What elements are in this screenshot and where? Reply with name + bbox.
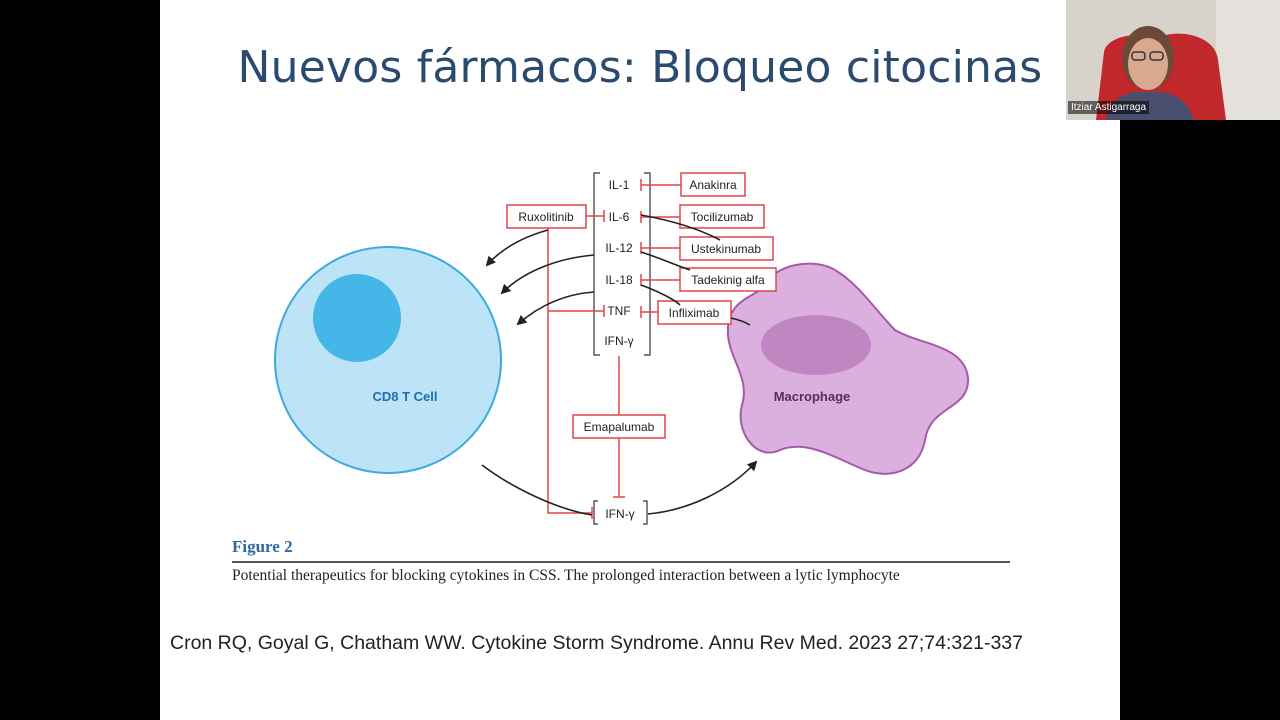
svg-text:Anakinra: Anakinra [689, 178, 737, 192]
cytokine-ifng: IFN-γ [604, 334, 633, 348]
svg-text:Tocilizumab: Tocilizumab [691, 210, 754, 224]
participant-avatar [1066, 0, 1280, 120]
cytokine-il6: IL-6 [609, 210, 630, 224]
cytokine-il1: IL-1 [609, 178, 630, 192]
svg-text:Ustekinumab: Ustekinumab [691, 242, 761, 256]
drug-ustekinumab: Ustekinumab [679, 236, 774, 261]
figure-label: Figure 2 [232, 537, 293, 556]
drug-tocilizumab: Tocilizumab [679, 204, 765, 229]
cytokine-bracket [593, 172, 651, 356]
drug-infliximab: Infliximab [657, 300, 732, 325]
cytokine-tnf: TNF [607, 304, 630, 318]
participant-name: Itziar Astigarraga [1068, 101, 1150, 114]
cytokine-diagram: CD8 T Cell Macrophage IL-1 IL-6 IL-12 IL… [274, 172, 970, 525]
drug-anakinra: Anakinra [680, 172, 746, 197]
bottom-ifng-bracket [593, 500, 648, 525]
cd8-nucleus [313, 274, 401, 362]
macrophage-nucleus [761, 315, 871, 375]
svg-text:Tadekinig alfa: Tadekinig alfa [691, 273, 765, 287]
bottom-ifng-label: IFN-γ [605, 507, 634, 521]
cd8-label: CD8 T Cell [372, 389, 437, 404]
drug-emapalumab: Emapalumab [572, 414, 666, 439]
signal-arrows [481, 214, 758, 516]
cytokine-il12: IL-12 [605, 241, 633, 255]
svg-text:Ruxolitinib: Ruxolitinib [518, 210, 574, 224]
figure-rule [232, 561, 1010, 563]
inhibitor-lines-right [640, 179, 681, 318]
ruxolitinib-inhibition [547, 210, 605, 519]
emapalumab-inhibition [613, 356, 625, 498]
svg-text:Infliximab: Infliximab [669, 306, 720, 320]
cytokine-il18: IL-18 [605, 273, 633, 287]
participant-video[interactable]: Itziar Astigarraga [1066, 0, 1280, 120]
svg-text:Emapalumab: Emapalumab [584, 420, 655, 434]
macrophage-label: Macrophage [774, 389, 851, 404]
drug-tadekinig: Tadekinig alfa [679, 267, 777, 292]
slide-title: Nuevos fármacos: Bloqueo citocinas [237, 42, 1043, 93]
citation: Cron RQ, Goyal G, Chatham WW. Cytokine S… [170, 632, 1023, 654]
cd8-cell [274, 246, 502, 474]
figure-caption: Potential therapeutics for blocking cyto… [232, 567, 900, 584]
drug-ruxolitinib: Ruxolitinib [506, 204, 587, 229]
